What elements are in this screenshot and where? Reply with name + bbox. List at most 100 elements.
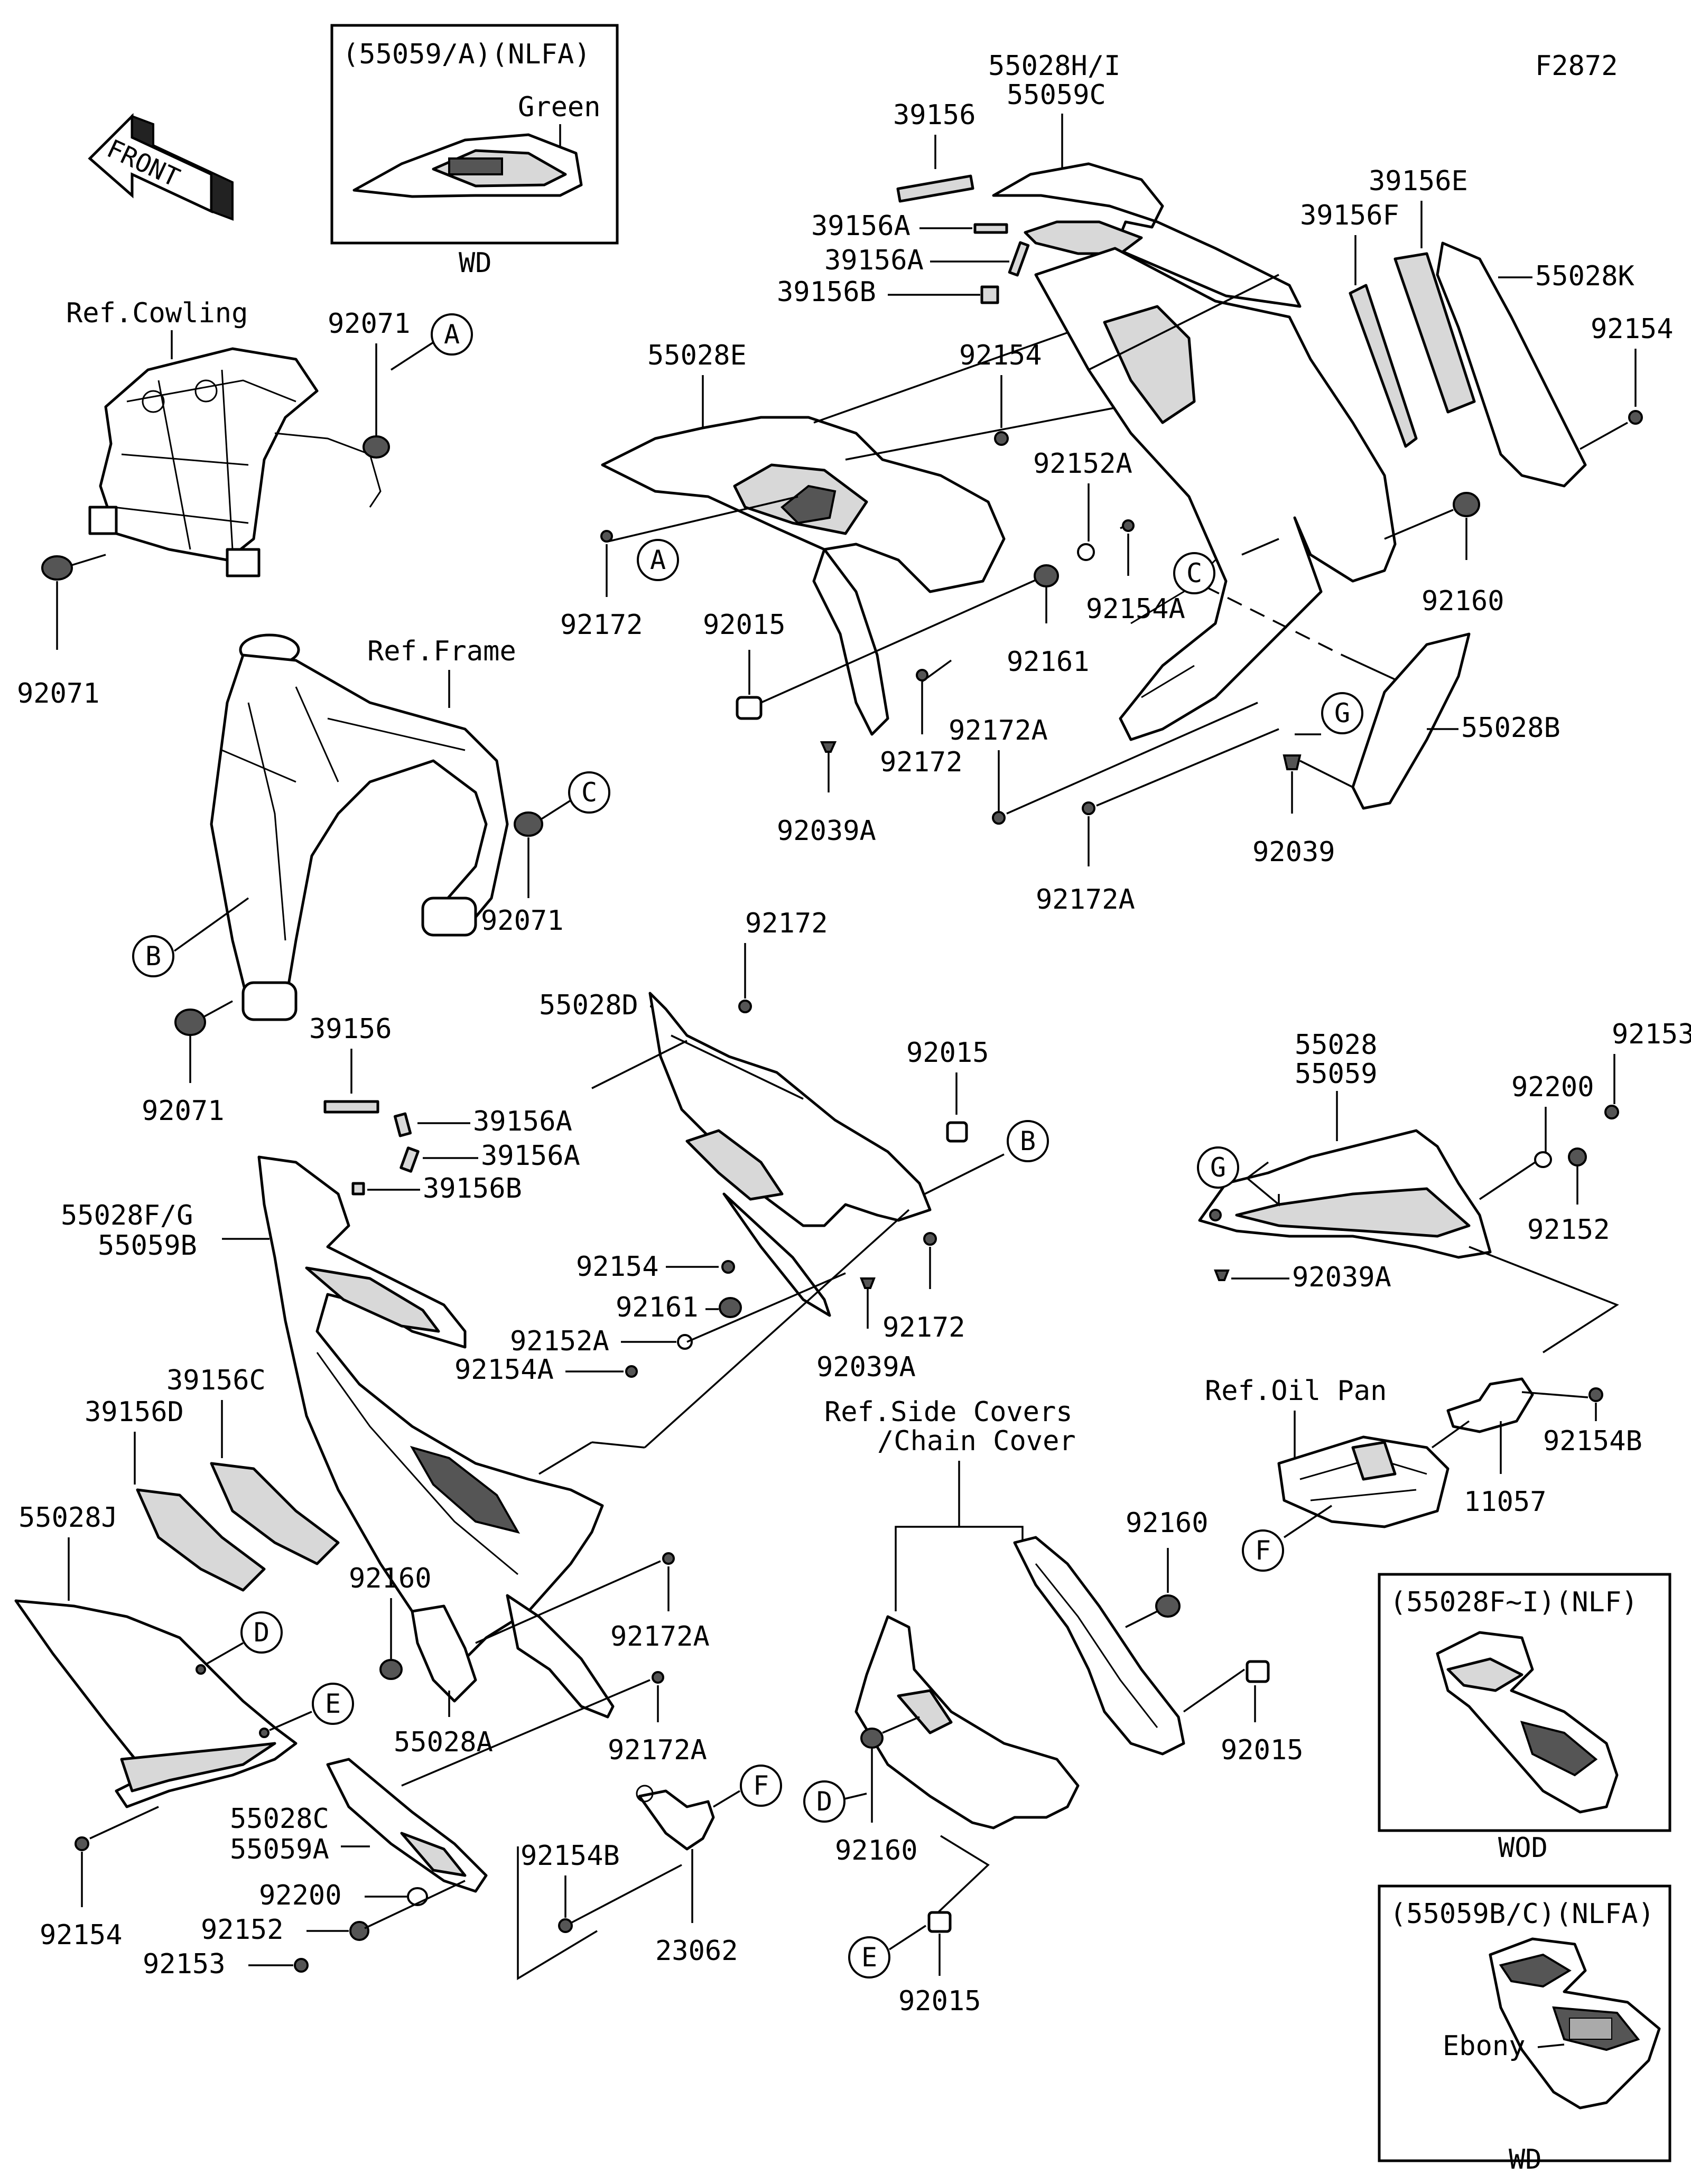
seal-39156-mid	[323, 1100, 379, 1114]
label-92172a-4: 92172A	[608, 1734, 707, 1766]
seal-39156f	[1349, 284, 1418, 448]
label-39156c: 39156C	[166, 1365, 266, 1396]
screw-92154-bl	[75, 1836, 89, 1851]
chain-cover	[1013, 1536, 1185, 1756]
side-panel-55028k	[1436, 241, 1587, 488]
bracket-55028b	[1351, 632, 1471, 810]
label-92154b-1: 92154B	[1543, 1425, 1642, 1457]
label-92071-left: 92071	[17, 678, 100, 710]
label-39156a-1: 39156A	[811, 210, 910, 242]
callout-f-1	[740, 1765, 782, 1807]
callout-b-2	[1007, 1120, 1049, 1162]
callout-a-1	[431, 313, 473, 356]
clip-92015-4	[927, 1911, 952, 1933]
label-92015-1: 92015	[703, 609, 786, 641]
callout-d-1-text: D	[254, 1617, 270, 1648]
cowling-subframe: Ref.Cowling	[66, 297, 382, 577]
seal-39156a-1	[973, 223, 1008, 234]
bracket-11057	[1446, 1377, 1534, 1433]
oil-pan	[1277, 1435, 1450, 1528]
main-frame: Ref.Frame	[210, 633, 516, 1021]
label-55059: 55059	[1295, 1058, 1378, 1090]
seal-39156b-2	[351, 1182, 365, 1196]
clip-92015-3	[1246, 1660, 1270, 1683]
inner-panel-55028d	[648, 992, 932, 1227]
inset-nlfa: (55059/A)(NLFA) Green WD	[330, 24, 619, 279]
seal-39156e	[1393, 252, 1476, 414]
label-92015-3: 92015	[1221, 1734, 1304, 1766]
inset-nlfa-2: (55059B/C)(NLFA) Ebony WD	[1378, 1884, 1671, 2176]
callout-f-1-text: F	[753, 1770, 769, 1801]
bolt-92153-tr	[1604, 1105, 1619, 1119]
label-92071-top: 92071	[328, 308, 411, 340]
screw-92172a-3	[662, 1552, 675, 1565]
callout-d-2-text: D	[816, 1786, 832, 1817]
washer-92152a-top	[1077, 543, 1095, 561]
ref-side-covers-label-2: /Chain Cover	[877, 1425, 1076, 1457]
label-92015-2: 92015	[906, 1037, 989, 1069]
label-92154-bl: 92154	[40, 1919, 123, 1951]
label-55028b: 55028B	[1461, 712, 1560, 744]
label-39156a-2: 39156A	[824, 245, 924, 276]
label-92172-2: 92172	[880, 746, 963, 778]
grommet-92161-2	[719, 1297, 742, 1318]
grommet-92071-top	[363, 435, 390, 459]
screw-92172-4	[923, 1232, 937, 1246]
label-39156d: 39156D	[85, 1396, 184, 1428]
inset-nlfa-2-title: (55059B/C)(NLFA)	[1390, 1898, 1655, 1930]
ref-frame-label: Ref.Frame	[367, 636, 516, 667]
nut-92039	[1283, 754, 1302, 770]
seal-39156a-4	[399, 1146, 420, 1173]
callout-b-1	[132, 935, 174, 977]
label-92160-4: 92160	[835, 1835, 918, 1866]
screw-92172a-2	[1082, 801, 1095, 815]
label-92161-1: 92161	[1007, 646, 1090, 678]
grommet-92160-1	[1453, 492, 1480, 517]
label-92039a-3: 92039A	[1292, 1262, 1391, 1293]
inset-color-label: Green	[518, 91, 601, 123]
callout-e-1	[312, 1683, 354, 1725]
bracket-23062	[638, 1789, 715, 1851]
label-92015-4: 92015	[898, 1985, 981, 2017]
callout-a-1-text: A	[444, 319, 460, 350]
label-92172a-3: 92172A	[610, 1621, 710, 1653]
label-39156f: 39156F	[1300, 200, 1399, 231]
label-92200-tr: 92200	[1511, 1071, 1594, 1103]
bracket-55028a	[411, 1604, 477, 1703]
label-39156-top: 39156	[893, 99, 976, 131]
screw-92172-3	[738, 1000, 752, 1013]
grommet-92071-mid	[514, 811, 543, 837]
callout-d-2	[803, 1780, 846, 1823]
label-92172a-1: 92172A	[949, 715, 1048, 746]
label-92172-1: 92172	[560, 609, 643, 641]
callout-b-1-text: B	[145, 941, 161, 972]
callout-e-1-text: E	[325, 1688, 341, 1719]
label-92154-tr: 92154	[1591, 313, 1674, 345]
bolt-92154a-1	[1122, 519, 1135, 532]
bolt-92154b-2	[558, 1918, 573, 1933]
label-92154-2: 92154	[576, 1251, 659, 1283]
label-92039: 92039	[1252, 836, 1335, 868]
label-92160-2: 92160	[349, 1563, 432, 1594]
nut-92039a-3	[1214, 1270, 1230, 1281]
label-92071-mid: 92071	[481, 905, 564, 937]
label-55059b: 55059B	[98, 1230, 197, 1262]
label-92172a-2: 92172A	[1036, 884, 1135, 916]
label-39156a-4: 39156A	[481, 1140, 580, 1172]
label-23062: 23062	[655, 1935, 738, 1967]
label-92039a-2: 92039A	[816, 1351, 916, 1383]
grommet-92160-3	[1155, 1594, 1181, 1618]
grommet-92160-2	[379, 1659, 403, 1680]
nut-92039a-1	[820, 741, 837, 753]
callout-a-2-text: A	[650, 545, 666, 575]
label-92153-tr: 92153	[1612, 1019, 1691, 1050]
callout-g-1	[1321, 692, 1363, 734]
bolt-92154a-2	[625, 1365, 638, 1378]
callout-e-2-text: E	[861, 1942, 877, 1973]
seal-39156a-3	[393, 1112, 412, 1137]
callout-c-2	[1173, 552, 1215, 594]
label-92153-bl: 92153	[143, 1948, 226, 1980]
label-55028e: 55028E	[647, 340, 747, 371]
inset-nlf-title: (55028F~I)(NLF)	[1390, 1586, 1638, 1618]
label-92160-3: 92160	[1126, 1507, 1209, 1539]
